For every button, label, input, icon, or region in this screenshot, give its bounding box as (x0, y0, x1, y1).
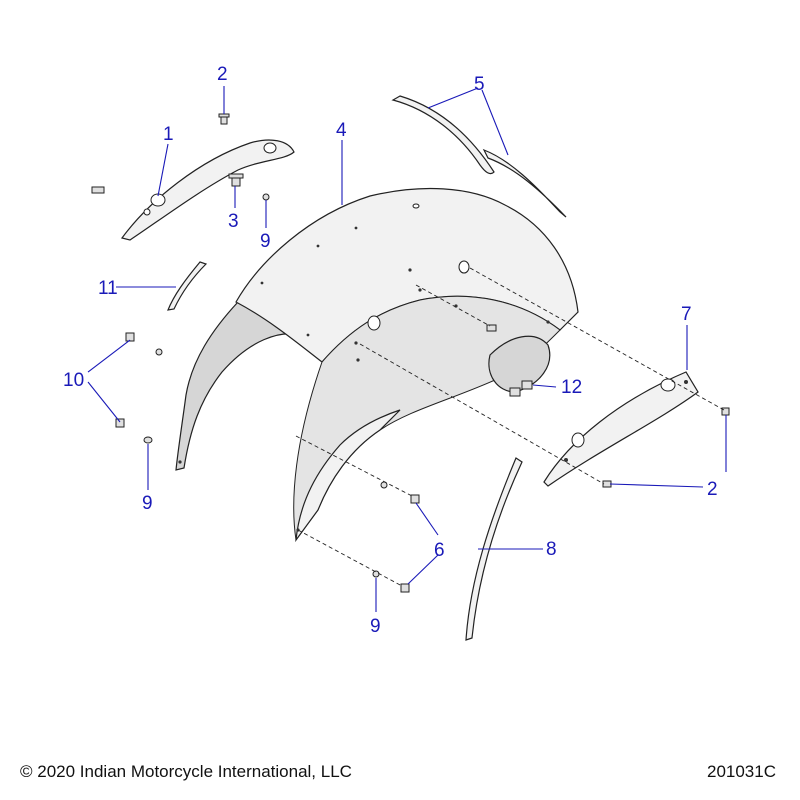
callout-9-left: 9 (142, 493, 153, 514)
callout-11: 11 (98, 278, 118, 299)
rear-fender (175, 187, 579, 543)
trim-strip-lower (465, 457, 523, 641)
drawing-number: 201031C (706, 762, 776, 781)
trim-strip-left (167, 261, 208, 311)
callout-5: 5 (474, 74, 485, 95)
hardware (91, 113, 730, 593)
callout-12: 12 (561, 377, 582, 398)
callout-9-top: 9 (260, 231, 271, 252)
callout-10: 10 (63, 370, 84, 391)
callout-4: 4 (336, 120, 347, 141)
callout-7: 7 (681, 304, 692, 325)
callout-6: 6 (434, 540, 445, 561)
trim-rail-left (120, 139, 295, 241)
callouts: 2 1 3 9 4 5 11 10 9 7 12 2 6 8 9 (63, 64, 718, 637)
weatherstrip-upper (391, 95, 567, 218)
leader-lines (87, 86, 727, 612)
callout-9-bottom: 9 (370, 616, 381, 637)
callout-2-top: 2 (217, 64, 228, 85)
callout-1: 1 (163, 124, 174, 145)
callout-3: 3 (228, 211, 239, 232)
assembly-lines (295, 267, 725, 587)
copyright-notice: © 2020 Indian Motorcycle International, … (20, 762, 352, 781)
callout-2-right: 2 (707, 479, 718, 500)
callout-8: 8 (546, 539, 557, 560)
